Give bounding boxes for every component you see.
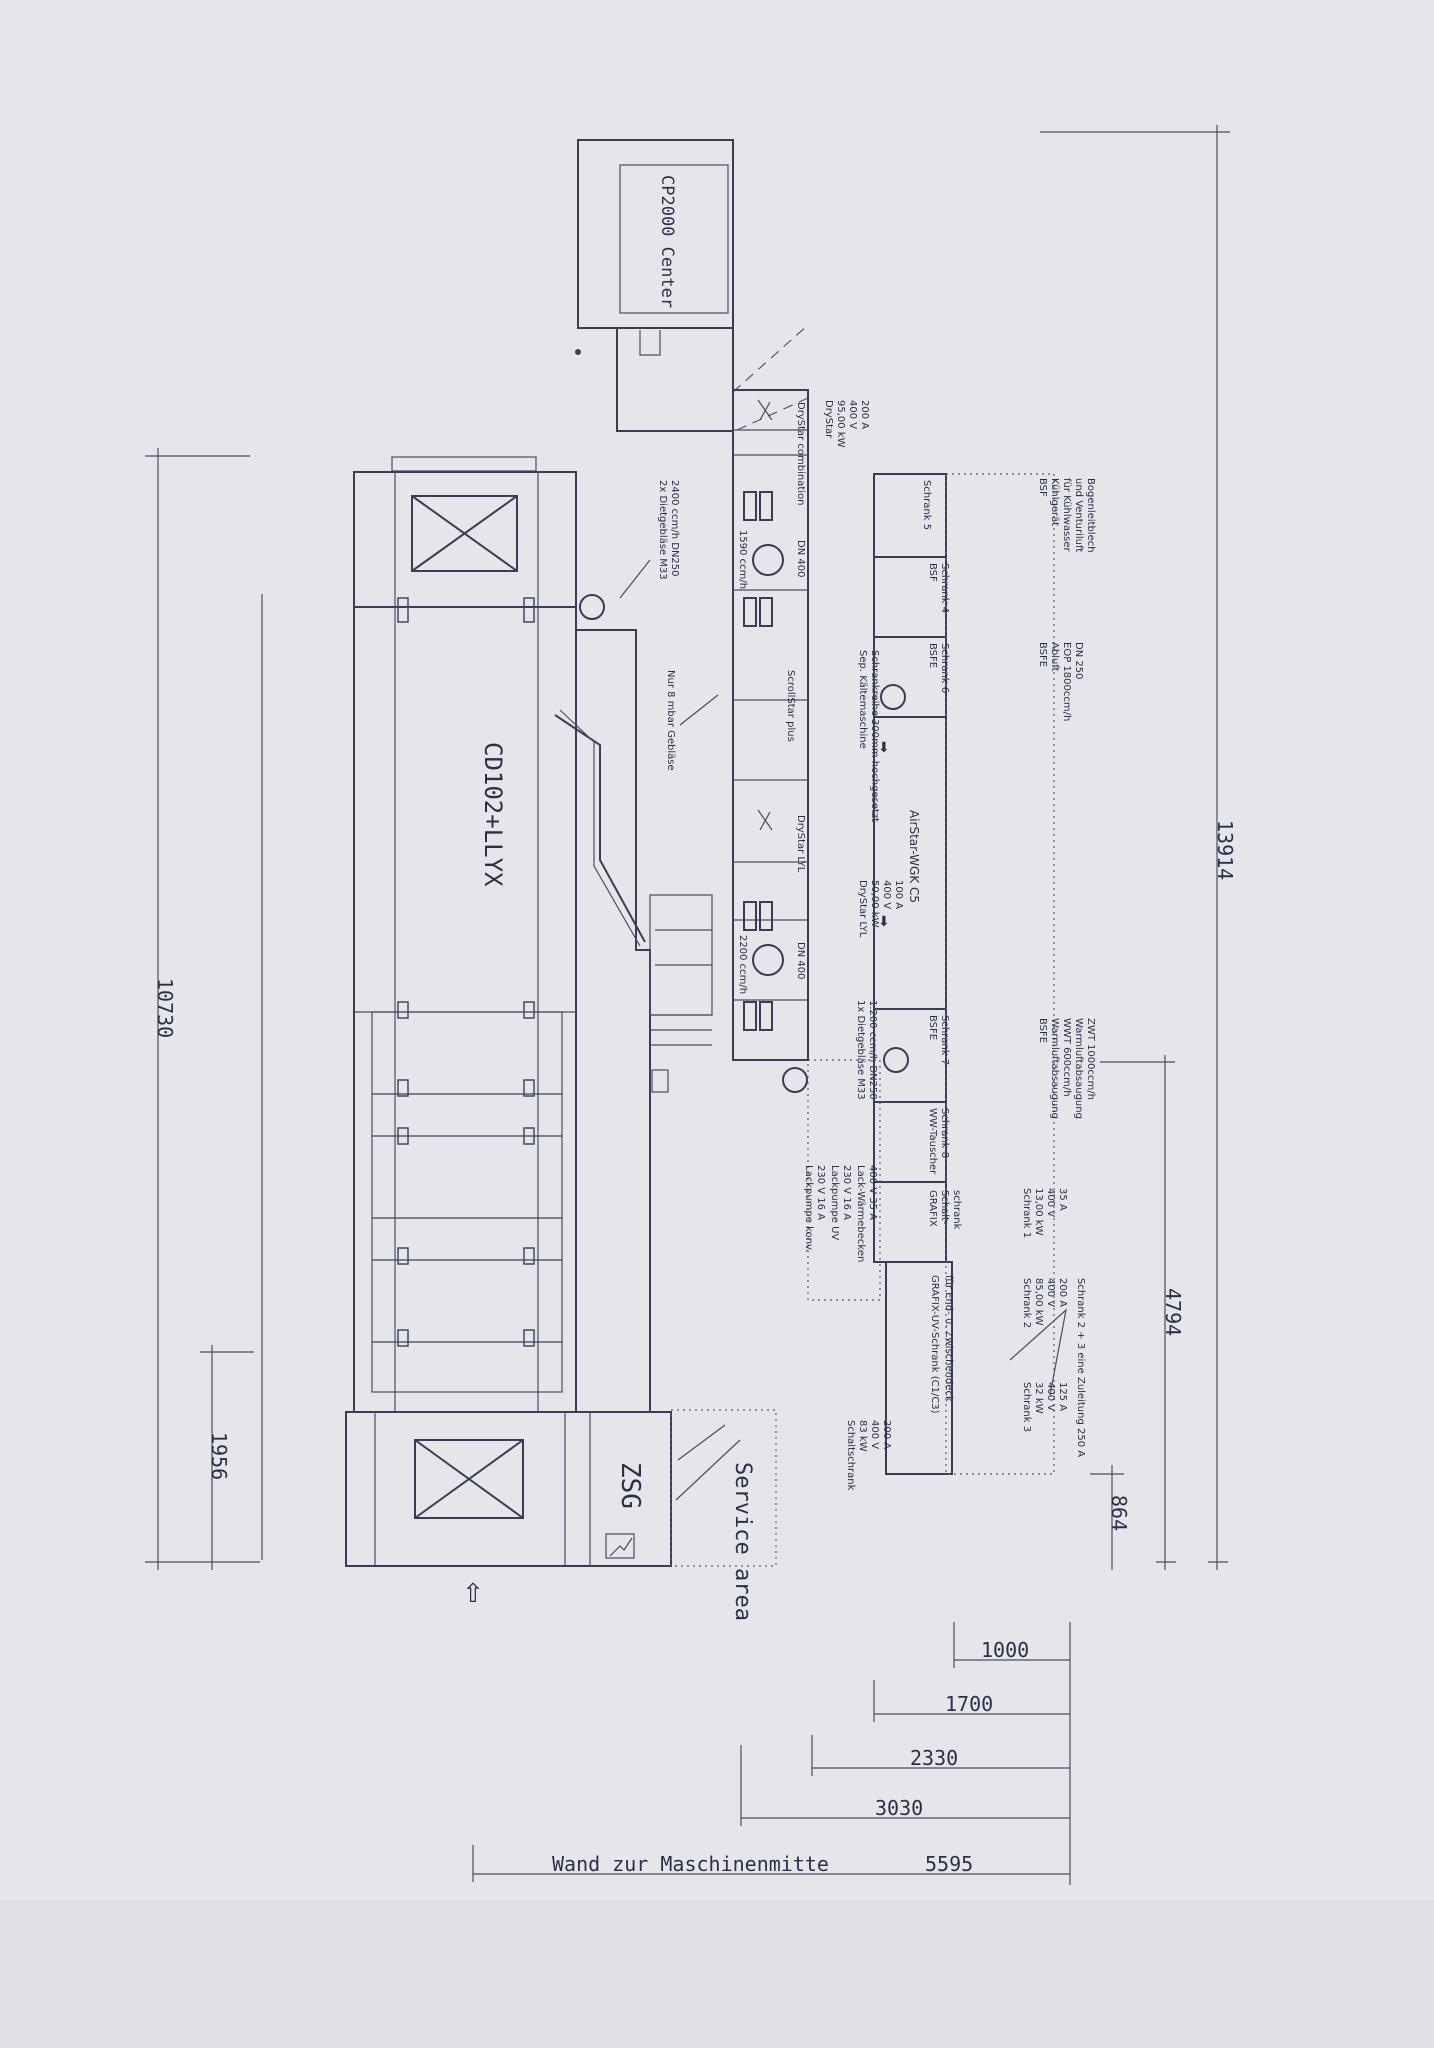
drystar-lyl-label: DryStar LYL (795, 815, 806, 873)
schrank-6-label: BSFESchrank 6 (927, 643, 950, 693)
grafix-uv-label: GRAFIX-UV-Schrank (C1/C3) für End- u. Zw… (929, 1275, 954, 1417)
cp2000-label: CP2000 Center (657, 175, 677, 308)
airstar-label: AirStar-WGK C5 (907, 810, 921, 903)
svg-text:864: 864 (1107, 1495, 1131, 1531)
delivery-zsg: ZSG Service area ⇧ (345, 1409, 777, 1621)
svg-text:5595: 5595 (925, 1852, 973, 1876)
dn400-b-label: DN 400 (795, 942, 806, 979)
zsg-label: ZSG (615, 1462, 645, 1509)
service-area-label: Service area (730, 1462, 755, 1621)
bsfe-2-note: BSFE Warmluftabsaugung WWT 600ccm/h Warm… (1037, 1018, 1096, 1122)
lack-note: Lackpumpe konv. 230 V 16 A Lackpumpe UV … (803, 1165, 878, 1266)
svg-text:1956: 1956 (207, 1432, 231, 1480)
bsf-note: BSF Kühlgerät für Kühlwasser und Venturi… (1037, 478, 1096, 555)
press-cd102: CD102+LLYX (353, 456, 713, 1413)
drystar-comb-label: DryStar combination (795, 402, 806, 506)
flow-1590-label: 1590 ccm/h (737, 530, 748, 589)
dimension-10730: 10730 (145, 448, 263, 1570)
arrow-down-icon-2: ⬇ (878, 914, 890, 930)
schrank-2-note: Schrank 2 85,00 kW 400 V 200 A (1021, 1278, 1068, 1331)
horizontal-dimensions: 1000 1700 2330 3030 Wand zur Maschinenmi… (472, 1622, 1071, 1885)
schrank-5-label: Schrank 5 (921, 480, 932, 530)
nur-8mbar-note: Nur 8 mbar Gebläse (665, 670, 676, 771)
flow-2200-label: 2200 ccm/h (737, 935, 748, 994)
schrank-8-label: WW-TauscherSchrank 8 (927, 1108, 950, 1175)
svg-text:13914: 13914 (1213, 820, 1237, 880)
cp2000-center: CP2000 Center (575, 139, 734, 432)
grafix-label: GRAFIX Schalt- schrank (927, 1190, 962, 1230)
svg-text:2330: 2330 (910, 1746, 958, 1770)
arrow-up-icon: ⇧ (462, 1579, 484, 1609)
svg-text:10730: 10730 (153, 978, 177, 1038)
dimension-4794: 4794 (1100, 1055, 1185, 1570)
schrank-4-label: BSFSchrank 4 (927, 563, 950, 613)
top-equipment-row: DryStar combination DN 400 1590 ccm/h Sc… (579, 389, 809, 1093)
press-label: CD102+LLYX (479, 742, 507, 887)
svg-text:1000: 1000 (981, 1638, 1029, 1662)
dimension-13914: 13914 (1040, 125, 1237, 1570)
schrank-7-label: BSFESchrank 7 (927, 1015, 950, 1065)
scrollstar-label: ScrollStar plus (785, 670, 796, 742)
dimension-864: 864 (1090, 1465, 1131, 1570)
arrow-down-icon: ⬇ (878, 740, 890, 756)
schrank-1-note: Schrank 1 13,00 kW 400 V 35 A (1021, 1188, 1068, 1241)
schaltschrank-note: Schaltschrank 83 kW 400 V 200 A (845, 1420, 892, 1494)
dn400-a-label: DN 400 (795, 540, 806, 577)
dimension-1956: 1956 (200, 1345, 254, 1570)
svg-text:1700: 1700 (945, 1692, 993, 1716)
blower-2-note: 1x Dietgebläse M33 1.200 ccm/h DN250 (855, 1000, 878, 1103)
cabinet-row: Schrank 5 BSFSchrank 4 BSFESchrank 6 Air… (807, 473, 1055, 1475)
drystar-comb-specs: DryStar 95,00 kW 400 V 200 A (823, 400, 870, 451)
zuleitung-note: Schrank 2 + 3 eine Zuleitung 250 A (1075, 1278, 1086, 1457)
schrank-3-note: Schrank 3 32 kW 400 V 125 A (1021, 1382, 1068, 1435)
svg-text:4794: 4794 (1161, 1288, 1185, 1336)
wand-label: Wand zur Maschinenmitte (552, 1852, 829, 1876)
svg-text:3030: 3030 (875, 1796, 923, 1820)
blower-1-note: 2x Dietgebläse M33 2400 ccm/h DN250 (657, 480, 680, 583)
bsfe-note: BSFE Abluft EOP 1800ccm/h DN 250 (1037, 642, 1084, 724)
